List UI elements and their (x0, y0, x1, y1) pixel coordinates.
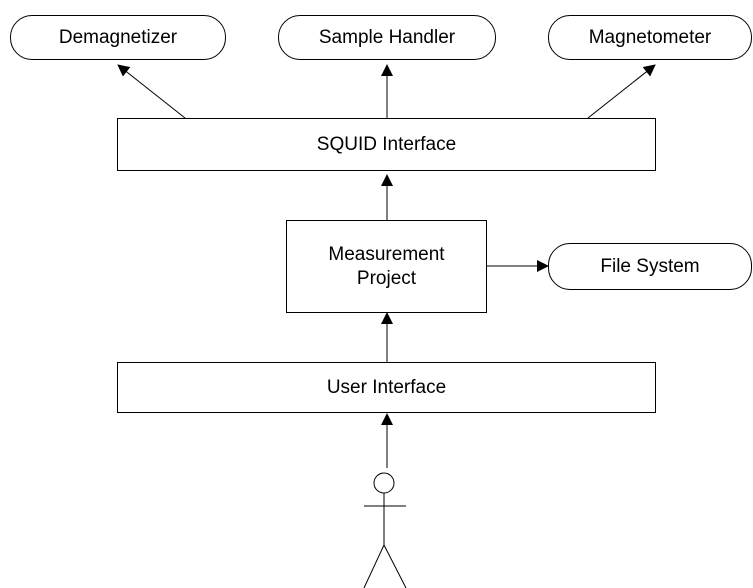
file-system-label: File System (600, 255, 700, 277)
sample-handler-label: Sample Handler (318, 26, 456, 48)
file-system-node: File System (548, 243, 752, 290)
squid-interface-box: SQUID Interface (117, 118, 656, 171)
measurement-project-label-line2: Project (356, 267, 417, 289)
magnetometer-node: Magnetometer (548, 15, 752, 60)
stick-figure-user-icon (363, 472, 407, 588)
magnetometer-label: Magnetometer (588, 26, 712, 48)
squid-interface-label: SQUID Interface (316, 133, 457, 155)
demagnetizer-label: Demagnetizer (58, 26, 178, 48)
measurement-project-box: Measurement Project (286, 220, 487, 313)
sample-handler-node: Sample Handler (278, 15, 496, 60)
arrow-squid-to-demagnetizer (117, 64, 186, 119)
arrow-squid-to-magnetometer (587, 64, 656, 119)
user-interface-label: User Interface (326, 376, 447, 398)
demagnetizer-node: Demagnetizer (10, 15, 226, 60)
user-interface-box: User Interface (117, 362, 656, 413)
measurement-project-label-line1: Measurement (328, 243, 445, 265)
